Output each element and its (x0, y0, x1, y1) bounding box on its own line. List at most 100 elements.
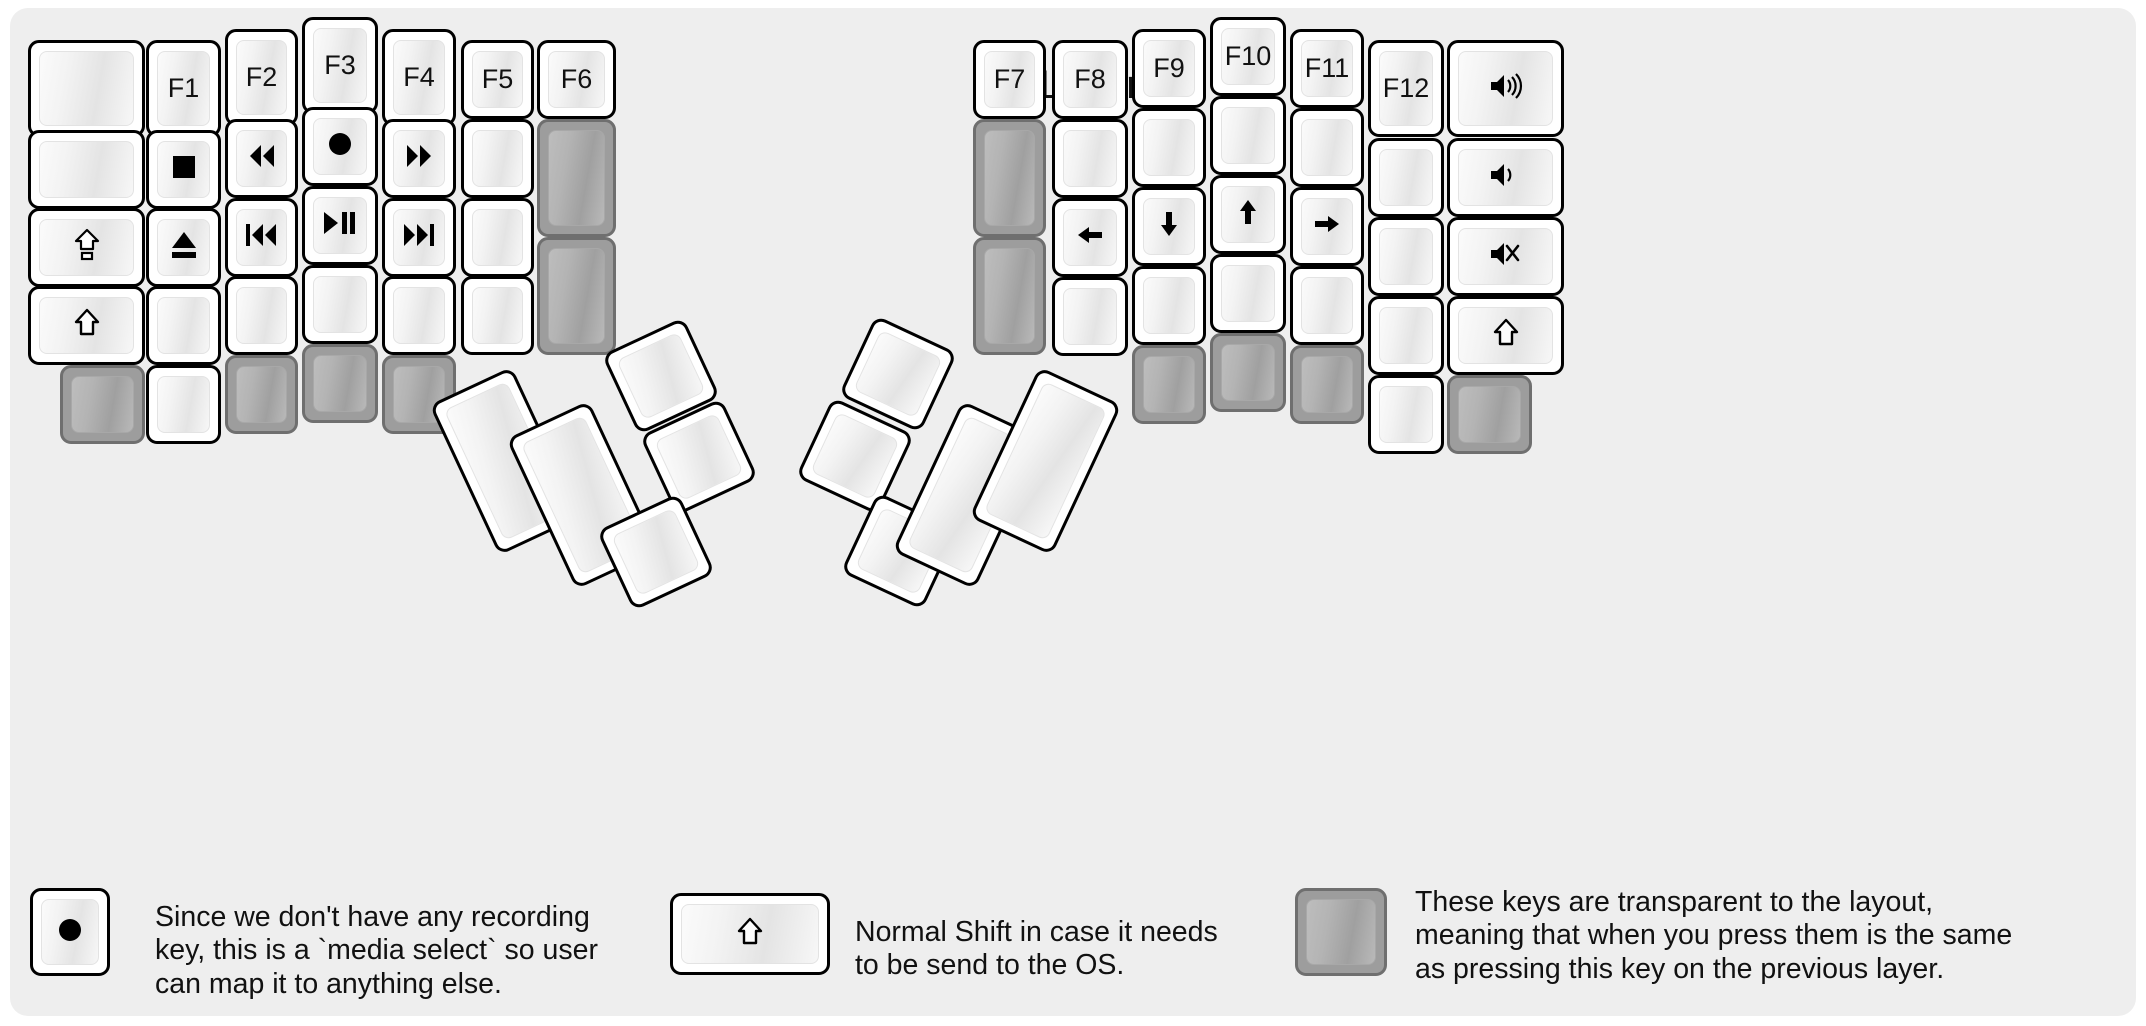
key-f6[interactable]: F6 (537, 40, 616, 119)
key-shift-left[interactable] (28, 286, 145, 365)
key-label: F7 (993, 64, 1026, 94)
key-blank-r4c4[interactable] (302, 265, 378, 344)
key-arrow-down[interactable] (1132, 187, 1206, 266)
key-trans-r5c1[interactable] (60, 365, 145, 444)
key-blank-r2c5[interactable] (461, 119, 534, 198)
key-blank-r4c3[interactable] (225, 276, 298, 355)
key-label: F3 (324, 50, 356, 80)
keycap-surface (984, 130, 1035, 226)
keycap-surface (157, 297, 210, 354)
key-trans-rr5c4[interactable] (1210, 333, 1286, 412)
key-trans-rr2c1[interactable] (973, 119, 1046, 237)
key-media-rewind[interactable] (225, 119, 298, 198)
keycap-surface (313, 118, 367, 175)
keycap-surface (1379, 149, 1433, 206)
key-f10[interactable]: F10 (1210, 17, 1286, 96)
prev-track-icon (244, 222, 280, 253)
key-trans-rr5c7[interactable] (1447, 375, 1532, 454)
key-blank-rr5c6[interactable] (1368, 375, 1444, 454)
keycap-surface (1379, 386, 1433, 443)
key-blank-r5c2[interactable] (146, 365, 221, 444)
key-trans-r5c3[interactable] (225, 355, 298, 434)
key-media-record[interactable] (302, 107, 378, 186)
key-media-eject[interactable] (146, 208, 221, 287)
key-f2[interactable]: F2 (225, 29, 298, 126)
keycap-surface (1301, 198, 1353, 255)
keycap-surface (1143, 356, 1195, 413)
key-blank-rr2c3[interactable] (1132, 108, 1206, 187)
key-arrow-right[interactable] (1290, 187, 1364, 266)
keycap-surface (548, 248, 605, 344)
key-f5[interactable]: F5 (461, 40, 534, 119)
keycap-surface (393, 130, 445, 187)
keycap-surface (1063, 130, 1117, 187)
key-trans-r4c7[interactable] (537, 237, 616, 355)
key-blank-r1c1[interactable] (28, 40, 145, 137)
shift-arrow-icon (736, 917, 764, 952)
keycap-surface (313, 355, 367, 412)
key-media-next[interactable] (382, 198, 456, 277)
keycap-surface (983, 381, 1108, 541)
keycap-surface: F7 (984, 51, 1035, 108)
key-f1[interactable]: F1 (146, 40, 221, 137)
key-blank-r4c2[interactable] (146, 286, 221, 365)
key-label: F6 (560, 64, 593, 94)
key-media-fastforward[interactable] (382, 119, 456, 198)
key-label: F9 (1153, 53, 1185, 83)
keycap-surface (39, 297, 134, 354)
key-blank-rr4c5[interactable] (1290, 266, 1364, 345)
keycap-surface (1458, 307, 1553, 364)
key-trans-r5c4[interactable] (302, 344, 378, 423)
key-blank-rr2c2[interactable] (1052, 119, 1128, 198)
key-media-playpause[interactable] (302, 186, 378, 265)
rewind-icon (245, 143, 279, 174)
legend-text-1: Since we don't have any recording key, t… (155, 901, 598, 1000)
key-arrow-up[interactable] (1210, 175, 1286, 254)
key-trans-rr5c3[interactable] (1132, 345, 1206, 424)
key-blank-rr2c5[interactable] (1290, 108, 1364, 187)
keycap-surface (157, 219, 210, 276)
key-trans-r2c6[interactable] (537, 119, 616, 237)
key-blank-r3c5[interactable] (461, 198, 534, 277)
key-label: F12 (1382, 73, 1430, 103)
key-f4[interactable]: F4 (382, 29, 456, 126)
key-arrow-left[interactable] (1052, 198, 1128, 277)
key-blank-r4c5[interactable] (382, 276, 456, 355)
keycap-surface (1143, 277, 1195, 334)
key-volume-up[interactable] (1447, 40, 1564, 137)
keycap-surface: F11 (1301, 40, 1353, 97)
key-blank-r2c1[interactable] (28, 130, 145, 209)
keycap-surface (611, 507, 701, 597)
key-blank-rr2c4[interactable] (1210, 96, 1286, 175)
key-media-prev[interactable] (225, 198, 298, 277)
key-f7[interactable]: F7 (973, 40, 1046, 119)
key-capslock[interactable] (28, 208, 145, 287)
key-f3[interactable]: F3 (302, 17, 378, 114)
arrow-up-icon (1235, 197, 1261, 232)
key-blank-rr4c4[interactable] (1210, 254, 1286, 333)
key-media-stop[interactable] (146, 130, 221, 209)
key-blank-rr4c6[interactable] (1368, 296, 1444, 375)
key-label: F8 (1074, 64, 1106, 94)
keycap-surface: F8 (1063, 51, 1117, 108)
key-f11[interactable]: F11 (1290, 29, 1364, 108)
keycap-surface (1301, 277, 1353, 334)
key-blank-rr4c3[interactable] (1132, 266, 1206, 345)
arrow-left-icon (1075, 222, 1105, 253)
key-blank-rr4c2[interactable] (1052, 277, 1128, 356)
key-f12[interactable]: F12 (1368, 40, 1444, 137)
key-blank-rr2c6[interactable] (1368, 138, 1444, 217)
key-trans-rr4c1[interactable] (973, 237, 1046, 355)
key-f8[interactable]: F8 (1052, 40, 1128, 119)
key-shift-right[interactable] (1447, 296, 1564, 375)
key-blank-r4c6[interactable] (461, 276, 534, 355)
legend-text-2: Normal Shift in case it needs to be send… (855, 916, 1218, 982)
key-blank-rr3c6[interactable] (1368, 217, 1444, 296)
stop-square-icon (170, 153, 198, 186)
key-mute[interactable] (1447, 217, 1564, 296)
keycap-surface (1306, 899, 1376, 965)
key-f9[interactable]: F9 (1132, 29, 1206, 108)
key-trans-rr5c5[interactable] (1290, 345, 1364, 424)
keycap-surface (472, 209, 523, 266)
key-volume-down[interactable] (1447, 138, 1564, 217)
